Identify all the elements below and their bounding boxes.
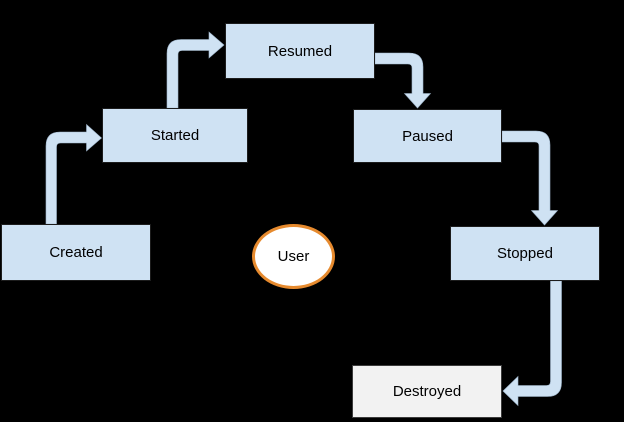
arrow-created-to-started <box>45 123 102 225</box>
state-label: Started <box>150 127 200 144</box>
state-label: Paused <box>402 127 453 145</box>
state-label: Created <box>49 244 103 261</box>
state-node-resumed: Resumed <box>225 23 375 79</box>
arrow-stopped-to-destroyed <box>502 280 562 407</box>
arrow-resumed-to-paused <box>374 52 432 109</box>
state-node-destroyed: Destroyed <box>352 365 502 418</box>
actor-node-user: User <box>252 224 335 289</box>
state-node-started: Started <box>102 108 248 163</box>
state-node-created: Created <box>1 224 151 281</box>
state-label: Resumed <box>267 42 333 60</box>
state-node-paused: Paused <box>353 109 502 163</box>
state-label: Destroyed <box>392 383 462 400</box>
state-node-stopped: Stopped <box>450 226 600 281</box>
state-label: Stopped <box>497 245 553 262</box>
arrow-paused-to-stopped <box>501 130 559 226</box>
arrow-started-to-resumed <box>166 31 225 109</box>
actor-label: User <box>277 248 310 265</box>
